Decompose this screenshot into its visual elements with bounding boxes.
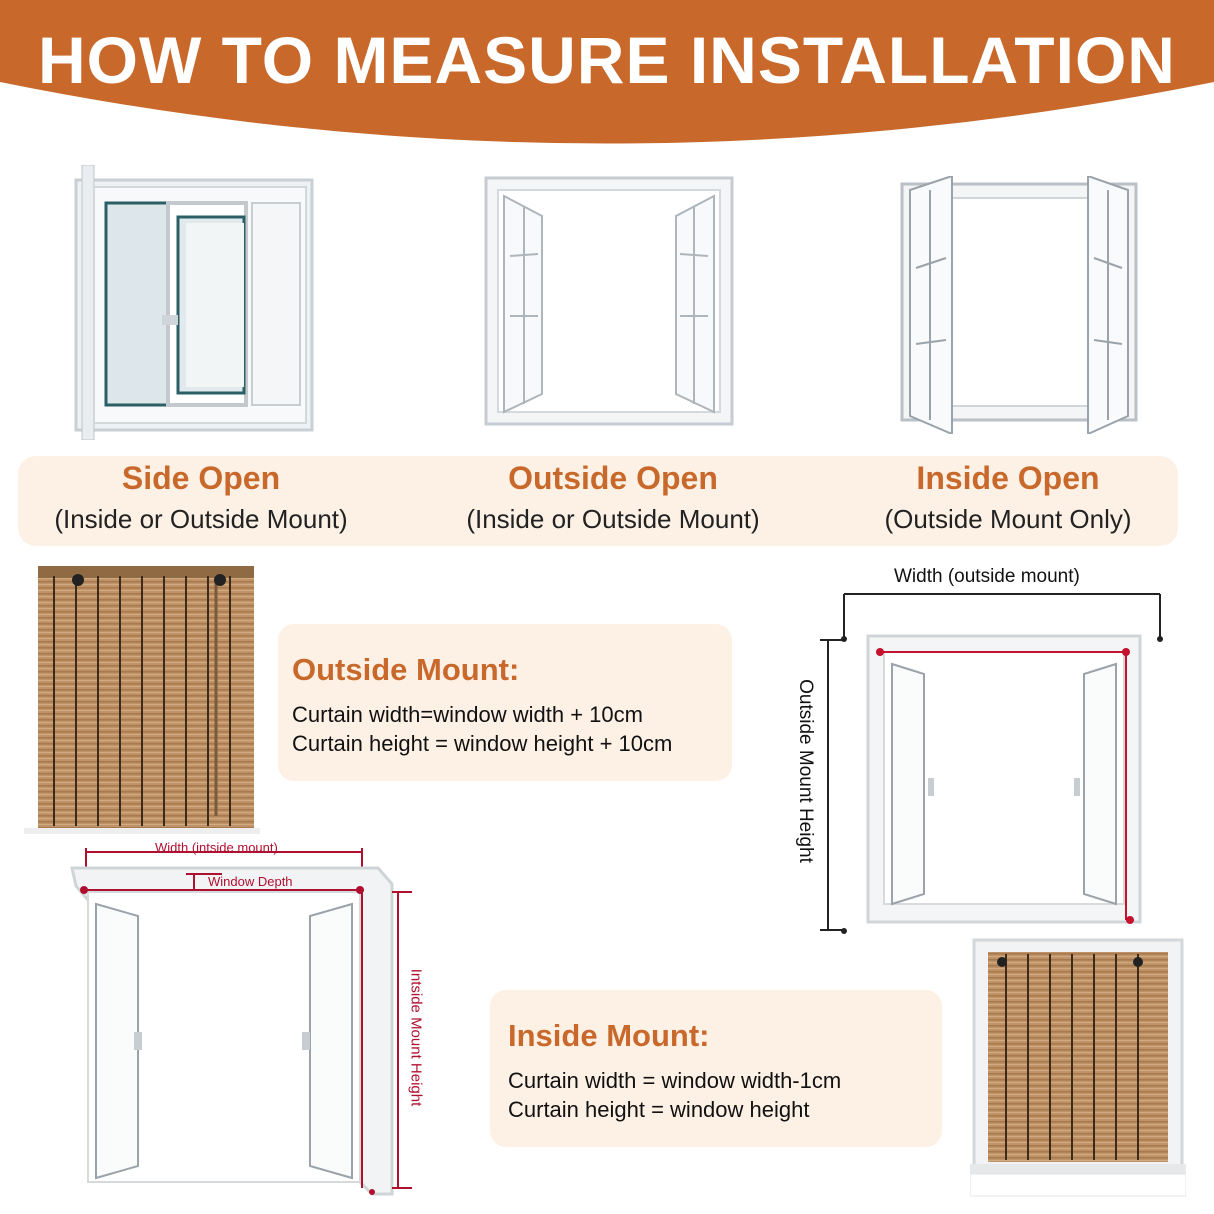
type-title: Outside Open	[508, 460, 718, 496]
type-title: Inside Open	[916, 460, 1100, 496]
inside-open-window-image	[900, 176, 1138, 434]
sliding-window-image	[74, 165, 314, 440]
window-depth-label: Window Depth	[208, 874, 293, 889]
outside-mount-height-rule: Curtain height = window height + 10cm	[292, 731, 673, 756]
bamboo-blind-outside-image	[24, 566, 260, 834]
inside-height-label: Intside Mount Height	[407, 968, 425, 1107]
inside-mount-title: Inside Mount:	[508, 1018, 710, 1053]
type-subtitle: (Inside or Outside Mount)	[466, 504, 760, 534]
inside-mount-diagram	[70, 848, 412, 1196]
outside-mount-diagram	[820, 593, 1163, 934]
width-outside-label: Width (outside mount)	[894, 566, 1080, 587]
outside-mount-width-rule: Curtain width=window width + 10cm	[292, 702, 643, 727]
outside-mount-card: Outside Mount: Curtain width=window widt…	[278, 624, 732, 781]
type-outside-open: Outside Open (Inside or Outside Mount)	[428, 458, 798, 536]
type-subtitle: (Outside Mount Only)	[884, 504, 1132, 534]
type-side-open: Side Open (Inside or Outside Mount)	[18, 458, 384, 536]
inside-mount-height-rule: Curtain height = window height	[508, 1097, 810, 1122]
window-types-panel: Side Open (Inside or Outside Mount) Outs…	[18, 456, 1178, 546]
type-inside-open: Inside Open (Outside Mount Only)	[838, 458, 1178, 536]
type-title: Side Open	[121, 460, 281, 496]
outside-height-label: Outside Mount Height	[795, 679, 816, 863]
type-subtitle: (Inside or Outside Mount)	[54, 504, 348, 534]
outside-open-window-image	[484, 176, 734, 426]
inside-mount-card: Inside Mount: Curtain width = window wid…	[490, 990, 942, 1147]
outside-mount-title: Outside Mount:	[292, 652, 520, 687]
width-inside-label: Width (intside mount)	[155, 840, 278, 855]
page-title: HOW TO MEASURE INSTALLATION	[38, 23, 1176, 97]
bamboo-blind-inside-image	[970, 938, 1186, 1197]
inside-mount-width-rule: Curtain width = window width-1cm	[508, 1068, 842, 1093]
header-banner	[0, 0, 1214, 144]
